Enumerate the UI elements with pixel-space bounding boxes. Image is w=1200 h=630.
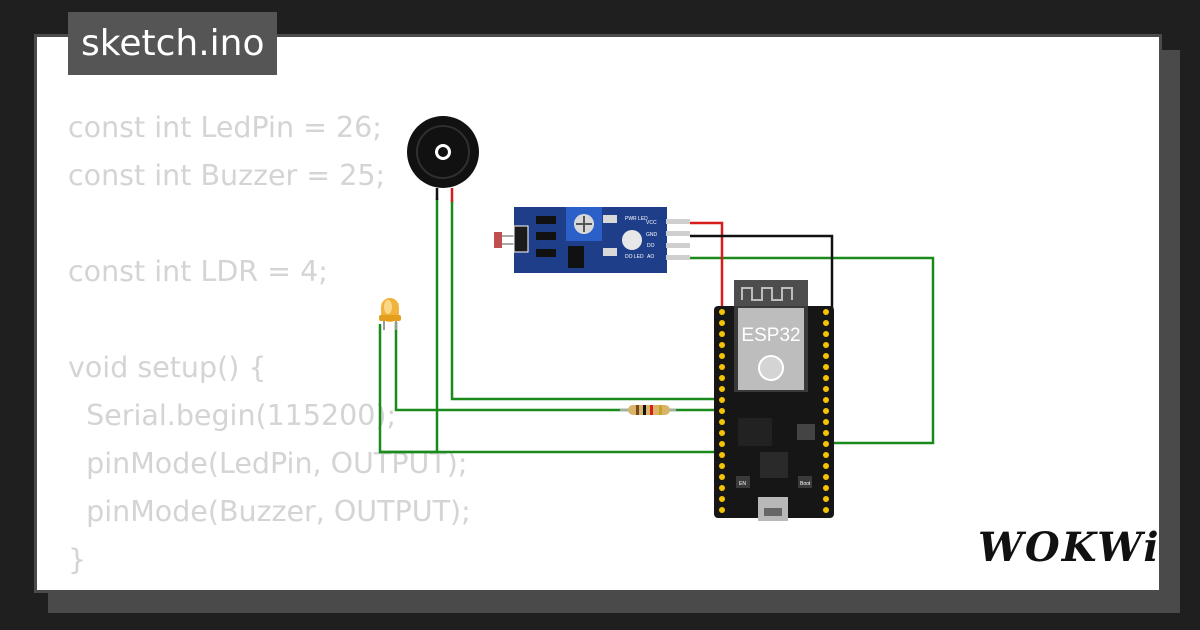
vcc-wire[interactable] bbox=[690, 221, 724, 312]
esp32-board[interactable]: ESP32 EN Boot bbox=[714, 280, 834, 521]
ao-wire[interactable] bbox=[690, 256, 935, 445]
wokwi-logo-text: WOKWi bbox=[978, 524, 1161, 571]
led[interactable] bbox=[379, 298, 401, 330]
ldr-label-gnd: GND bbox=[646, 232, 658, 238]
esp32-en-label: EN bbox=[739, 481, 746, 487]
code-line: pinMode(Buzzer, OUTPUT); bbox=[68, 495, 471, 528]
file-tab-label: sketch.ino bbox=[81, 23, 265, 64]
code-line: void setup() { bbox=[68, 351, 267, 384]
buzzer-gnd-wire[interactable] bbox=[378, 198, 439, 454]
code-line: const int LedPin = 26; bbox=[68, 111, 382, 144]
green-wires bbox=[378, 198, 935, 454]
preview-card bbox=[34, 34, 1162, 593]
gnd-wire[interactable] bbox=[690, 234, 834, 312]
ldr-label-do-led: DO LED bbox=[625, 254, 644, 260]
code-line: const int LDR = 4; bbox=[68, 255, 328, 288]
ldr-label-pwr-led: PWR LED bbox=[625, 216, 648, 222]
led-wire[interactable] bbox=[394, 322, 720, 412]
esp32-pins bbox=[719, 309, 829, 513]
espressif-logo-icon bbox=[758, 355, 784, 381]
buzzer-wire[interactable] bbox=[450, 200, 720, 401]
resistor[interactable] bbox=[620, 405, 676, 415]
ldr-label-do: DO bbox=[647, 243, 655, 249]
esp32-boot-label: Boot bbox=[800, 481, 811, 487]
wokwi-logo[interactable]: WOKWi bbox=[978, 524, 1161, 571]
file-tab[interactable]: sketch.ino bbox=[68, 12, 278, 75]
ldr-label-ao: AO bbox=[647, 254, 654, 260]
code-editor: const int LedPin = 26; const int Buzzer … bbox=[68, 104, 471, 584]
esp32-chip-label: ESP32 bbox=[741, 325, 800, 346]
buzzer[interactable] bbox=[407, 116, 479, 188]
code-line: const int Buzzer = 25; bbox=[68, 159, 386, 192]
code-line: Serial.begin(115200); bbox=[68, 399, 397, 432]
code-line: } bbox=[68, 543, 87, 576]
ldr-module[interactable]: VCC GND DO AO PWR LED DO LED bbox=[494, 207, 690, 273]
ldr-label-vcc: VCC bbox=[646, 220, 657, 226]
